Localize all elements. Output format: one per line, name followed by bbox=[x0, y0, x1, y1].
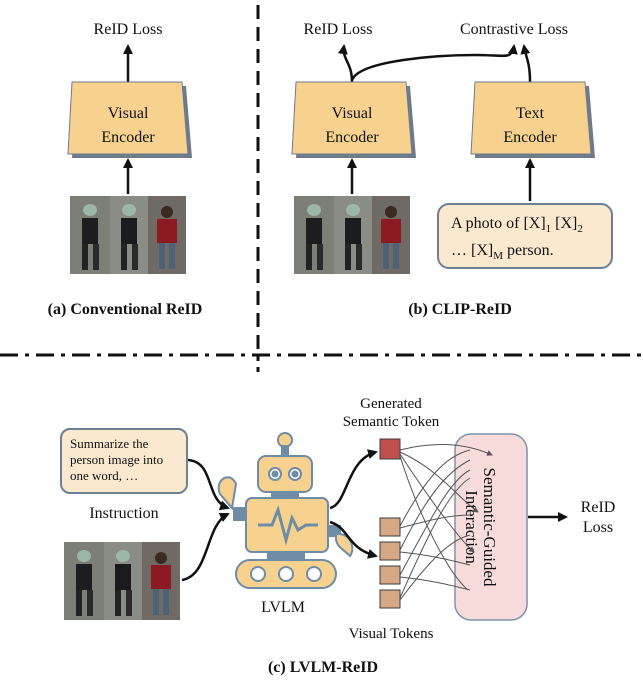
output-label-1: ReID bbox=[581, 499, 616, 516]
visual-token bbox=[379, 517, 401, 537]
output-label-2: Loss bbox=[583, 519, 613, 536]
prompt-token-1: [X] bbox=[523, 215, 546, 232]
visual-token bbox=[379, 541, 401, 561]
arrow-visual-to-contrastive bbox=[350, 44, 518, 81]
svg-text:Encoder: Encoder bbox=[325, 129, 379, 146]
caption-a: (a) Conventional ReID bbox=[48, 301, 203, 318]
svg-text:Encoder: Encoder bbox=[503, 129, 557, 146]
svg-text:Encoder: Encoder bbox=[101, 129, 155, 146]
prompt-sub-m: M bbox=[493, 250, 503, 263]
person-images-b bbox=[294, 196, 410, 274]
arrow-images-to-lvlm bbox=[181, 512, 230, 582]
prompt-token-m: [X] bbox=[471, 242, 494, 260]
generated-label-2: Semantic Token bbox=[343, 414, 440, 430]
visual-tokens-label: Visual Tokens bbox=[349, 626, 434, 642]
prompt-sub-1: 1 bbox=[545, 223, 552, 236]
interaction-label-1: Semantic-Guided bbox=[480, 468, 499, 587]
svg-text:Visual: Visual bbox=[108, 105, 149, 122]
arrow-lvlm-to-semantic bbox=[329, 449, 378, 510]
visual-token bbox=[379, 589, 401, 609]
arrow-text-to-contrastive bbox=[520, 44, 532, 83]
prompt-sub-2: 2 bbox=[577, 223, 583, 236]
person-images bbox=[70, 196, 186, 274]
semantic-token bbox=[379, 438, 401, 460]
contrastive-loss-label: Contrastive Loss bbox=[460, 21, 568, 38]
panel-clip-reid: ReID Loss Contrastive Loss Visual Encode… bbox=[291, 21, 595, 318]
prompt-ellipsis: … bbox=[451, 242, 467, 260]
panel-lvlm-reid: Instruction bbox=[64, 396, 615, 676]
reid-loss-label-b: ReID Loss bbox=[304, 21, 373, 38]
prompt-token-2: [X] bbox=[555, 215, 578, 232]
semantic-guided-interaction-box bbox=[454, 433, 528, 621]
text-prompt-box: A photo of [X]1 [X]2 … [X]M person. bbox=[437, 203, 613, 269]
instruction-box: Summarize the person image into one word… bbox=[60, 428, 188, 494]
arrow-visual-to-reid-loss bbox=[337, 44, 354, 83]
svg-text:Visual: Visual bbox=[332, 105, 373, 122]
caption-c: (c) LVLM-ReID bbox=[268, 659, 378, 676]
arrow-instruction-to-lvlm bbox=[187, 458, 230, 511]
visual-encoder: Visual Encoder bbox=[67, 81, 192, 158]
interaction-connections bbox=[399, 444, 493, 601]
caption-b: (b) CLIP-ReID bbox=[408, 301, 512, 318]
reid-loss-label: ReID Loss bbox=[94, 21, 163, 38]
arrow-lvlm-to-visual-tokens bbox=[329, 520, 378, 559]
visual-encoder-b: Visual Encoder bbox=[291, 81, 416, 158]
instruction-label: Instruction bbox=[89, 505, 158, 522]
prompt-prefix: A photo of bbox=[451, 215, 520, 232]
robot-icon bbox=[217, 432, 354, 589]
prompt-suffix: person. bbox=[507, 242, 554, 260]
generated-label-1: Generated bbox=[360, 396, 422, 412]
text-encoder: Text Encoder bbox=[470, 81, 595, 158]
instruction-text: Summarize the person image into one word… bbox=[70, 436, 164, 483]
lvlm-label: LVLM bbox=[261, 599, 305, 616]
person-images-c bbox=[64, 542, 180, 620]
visual-token bbox=[379, 565, 401, 585]
panel-conventional-reid: ReID Loss Visual Encoder (a) Conven bbox=[48, 21, 203, 318]
svg-text:Text: Text bbox=[516, 105, 545, 122]
